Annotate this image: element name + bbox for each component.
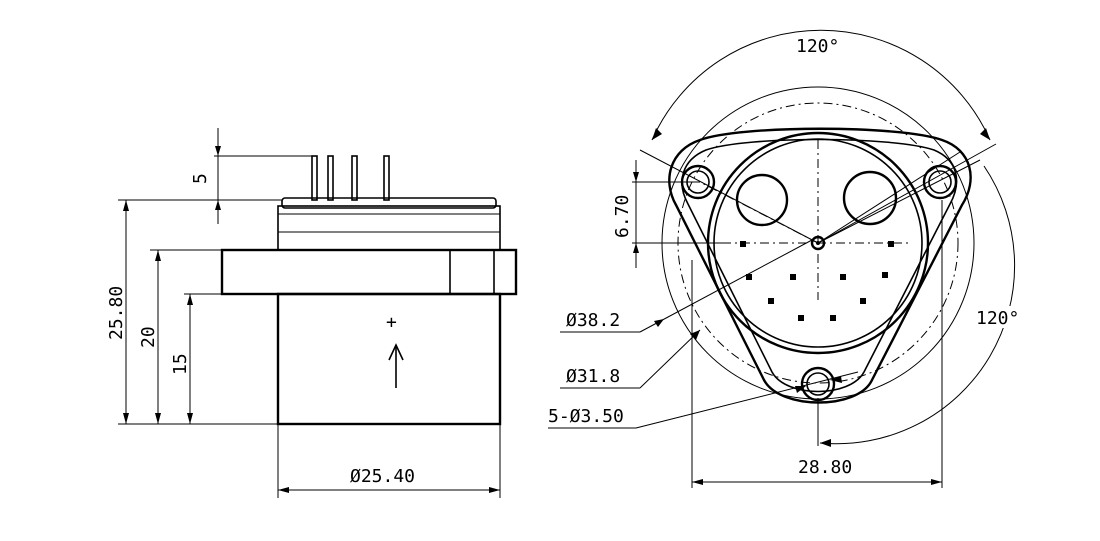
svg-text:25.80: 25.80 — [106, 286, 127, 340]
dim-outer-circle: Ø38.2 — [560, 239, 813, 333]
svg-text:20: 20 — [138, 326, 159, 348]
dim-hole-offset: 6.70 — [612, 160, 722, 268]
header-cap — [277, 197, 501, 251]
connector-pins — [311, 155, 390, 201]
direction-arrow — [388, 343, 404, 388]
side-view: + 5 25.80 — [106, 128, 518, 498]
svg-text:28.80: 28.80 — [798, 457, 852, 478]
dim-flange-bottom: 15 — [170, 294, 193, 424]
dim-angle-top: 120° — [651, 29, 991, 141]
svg-text:120°: 120° — [976, 308, 1019, 329]
dim-holes: 5-Ø3.50 — [548, 371, 859, 429]
dim-angle-right: 120° — [817, 165, 1020, 447]
large-port-left — [735, 173, 789, 227]
svg-text:Ø25.40: Ø25.40 — [350, 466, 415, 487]
sensor-body — [276, 292, 502, 426]
dim-total-height: 25.80 — [106, 200, 129, 424]
svg-text:Ø31.8: Ø31.8 — [566, 366, 620, 387]
svg-text:5: 5 — [190, 173, 211, 184]
top-view: 120° 120° 6.70 Ø38.2 — [548, 29, 1020, 488]
svg-text:15: 15 — [170, 353, 191, 375]
dim-pin-length: 5 — [190, 128, 221, 224]
svg-text:Ø38.2: Ø38.2 — [566, 310, 620, 331]
triangular-flange — [668, 127, 972, 404]
direction-sign: + — [386, 312, 397, 333]
svg-text:5-Ø3.50: 5-Ø3.50 — [548, 406, 624, 427]
svg-text:120°: 120° — [796, 36, 839, 57]
dim-bolt-circle: Ø31.8 — [560, 329, 701, 389]
mounting-flange — [220, 248, 518, 296]
small-pins — [740, 241, 894, 321]
dim-width: 28.80 — [691, 200, 943, 488]
large-port-right — [842, 170, 898, 226]
svg-text:6.70: 6.70 — [612, 195, 633, 238]
dim-body-diameter: Ø25.40 — [278, 466, 500, 493]
dim-flange-top: 20 — [138, 250, 161, 424]
